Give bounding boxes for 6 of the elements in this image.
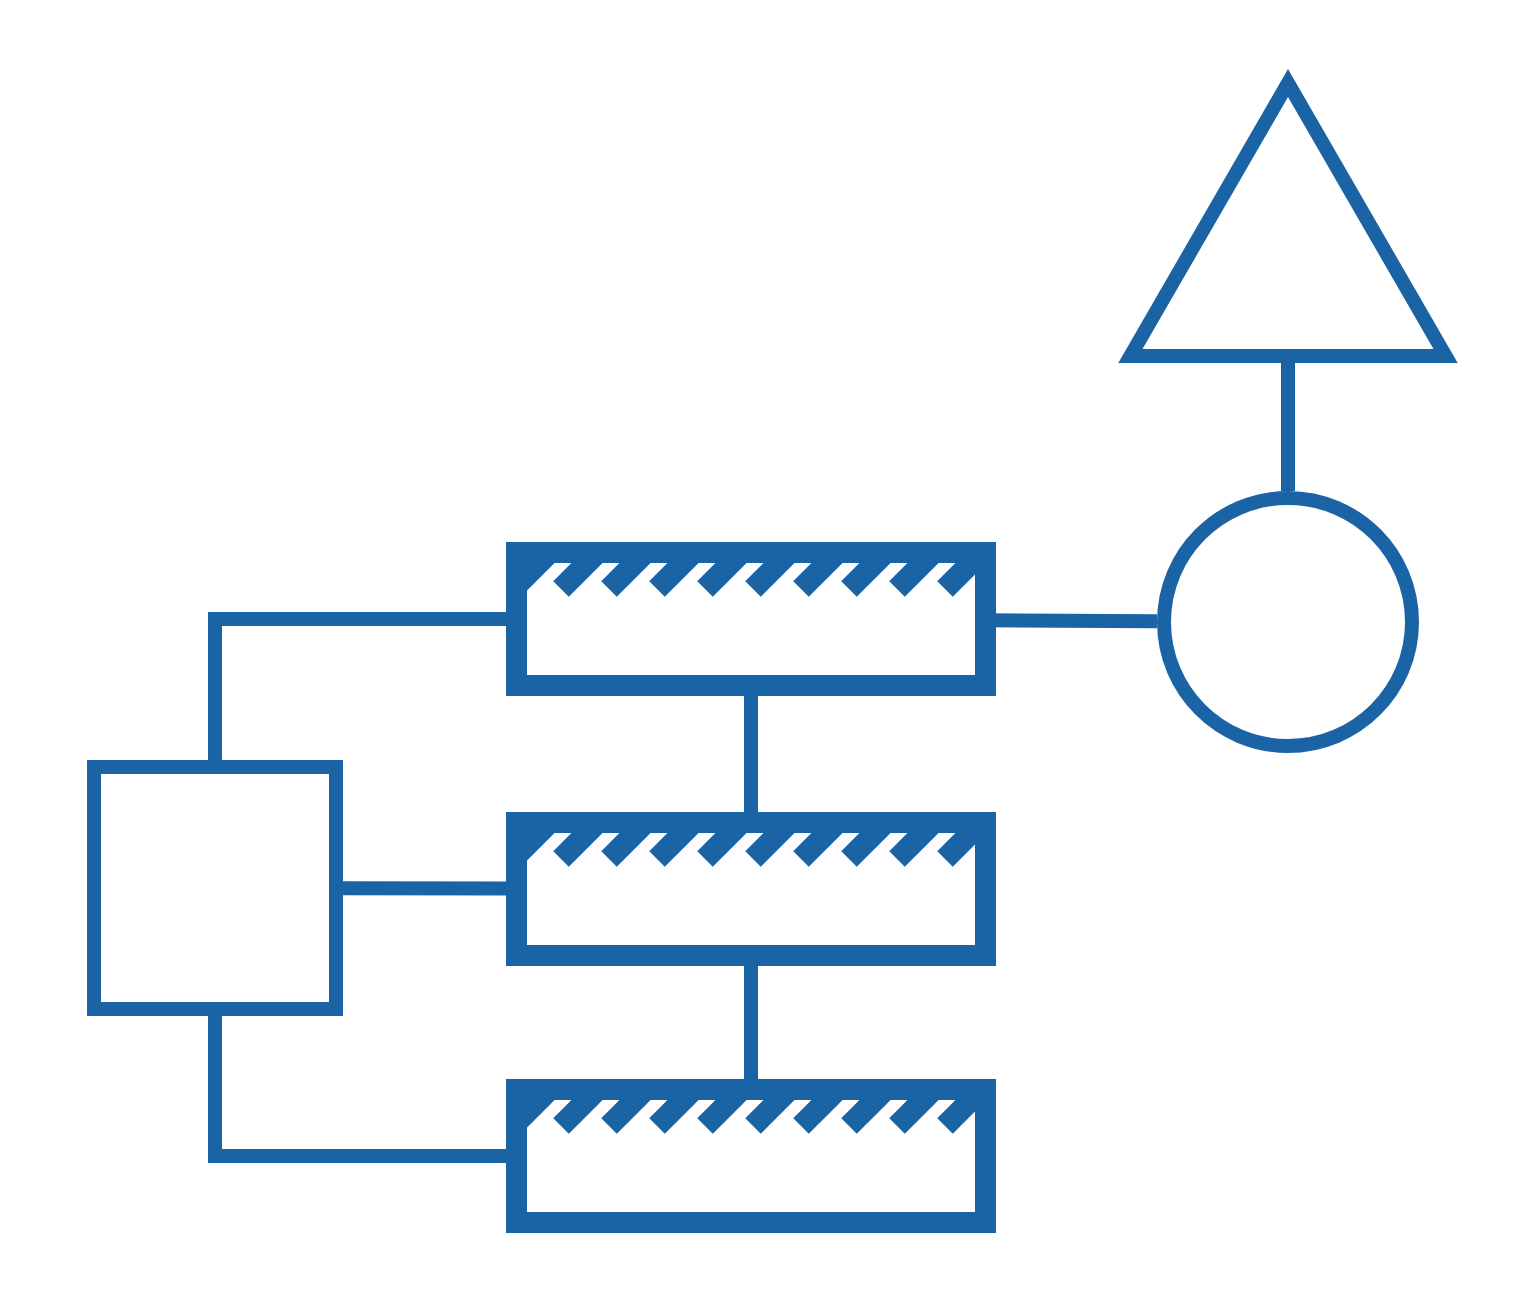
hatched-bar xyxy=(506,1079,996,1233)
connector-line xyxy=(1281,363,1295,491)
hatched-bar xyxy=(506,812,996,966)
hatched-bar xyxy=(506,542,996,696)
square xyxy=(87,760,343,1016)
circle xyxy=(1157,491,1419,753)
